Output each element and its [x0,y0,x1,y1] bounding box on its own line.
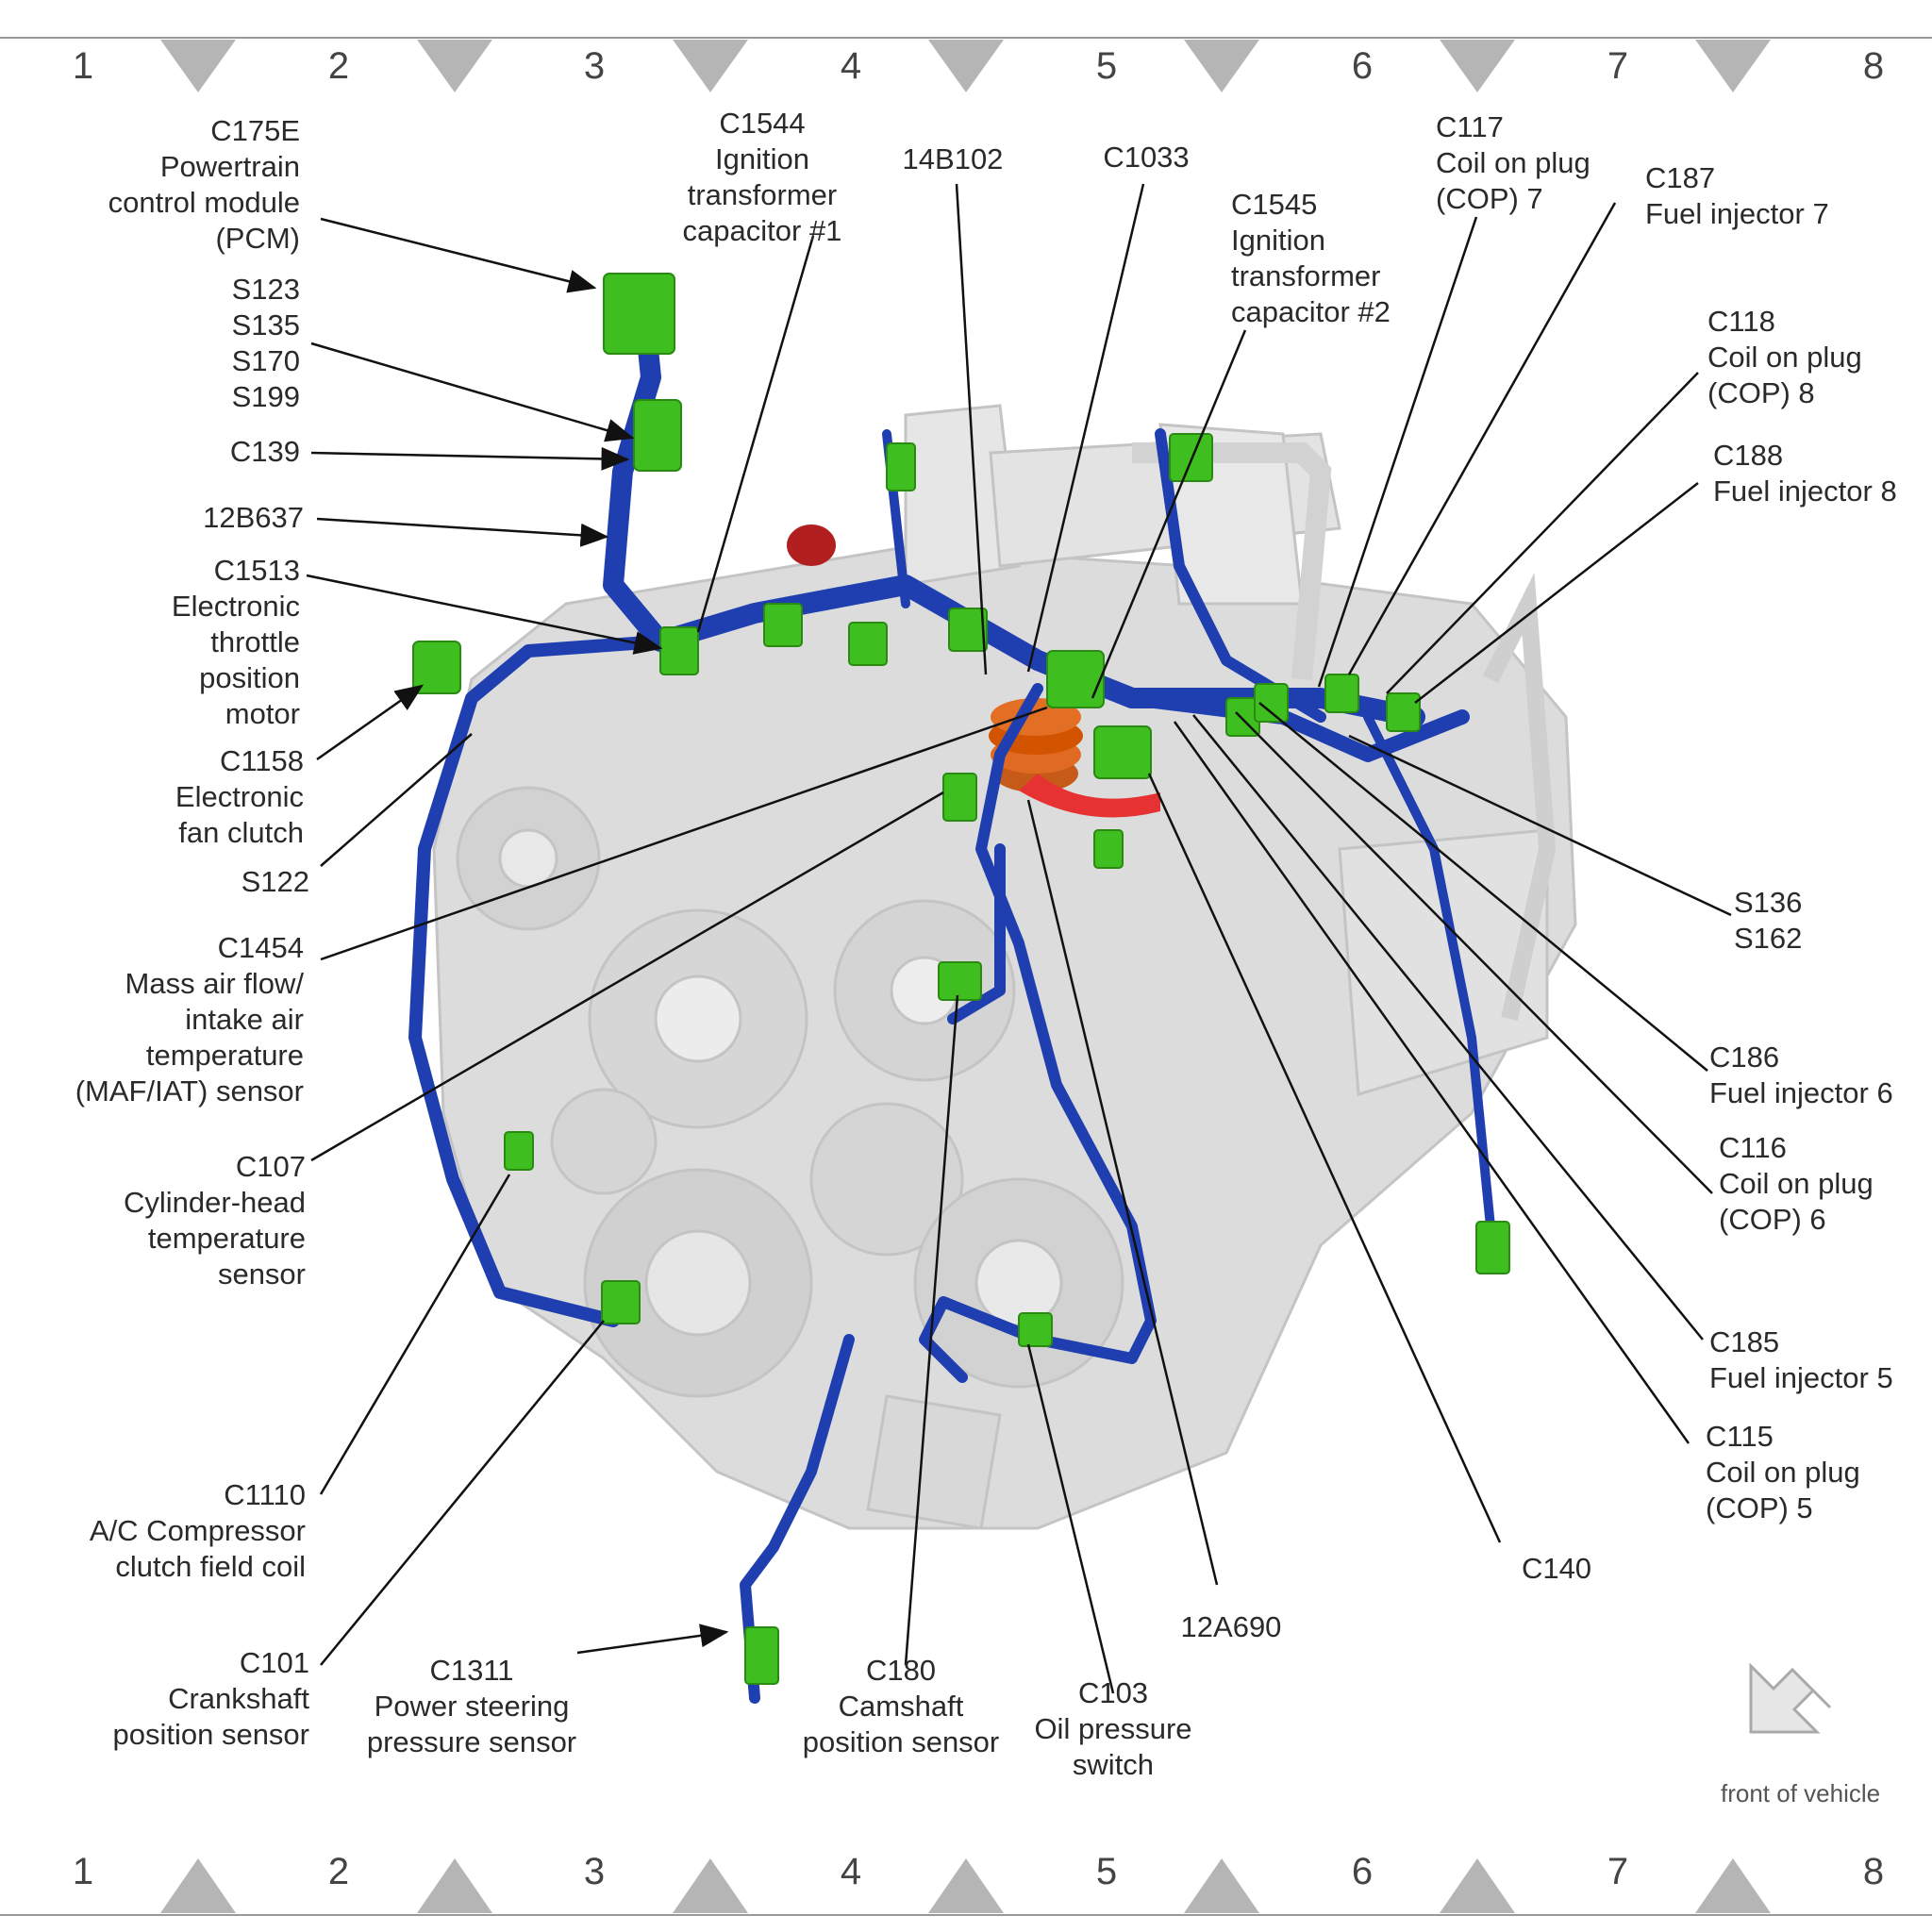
grid-col-3-top: 3 [583,45,606,87]
grid-col-8-top: 8 [1862,45,1885,87]
grid-col-1-bottom: 1 [72,1851,94,1892]
grid-col-7-bottom: 7 [1607,1851,1629,1892]
grid-col-6-top: 6 [1351,45,1374,87]
throttle-body-highlight [787,525,1160,818]
top-grid-markers [160,40,1771,92]
label-c1033: C1033 [1103,141,1190,174]
grid-col-2-bottom: 2 [327,1851,350,1892]
label-s122: S122 [241,865,309,898]
grid-col-4-bottom: 4 [840,1851,862,1892]
connectors [412,273,1510,1685]
grid-col-5-bottom: 5 [1095,1851,1118,1892]
grid-col-4-top: 4 [840,45,862,87]
front-of-vehicle-label: front of vehicle [1721,1779,1881,1807]
grid-col-5-top: 5 [1095,45,1118,87]
front-of-vehicle-arrow-icon [1749,1662,1832,1734]
leader-lines [306,183,1732,1694]
grid-col-6-bottom: 6 [1351,1851,1374,1892]
grid-col-8-bottom: 8 [1862,1851,1885,1892]
label-12a690: 12A690 [1180,1610,1282,1643]
grid-col-1-top: 1 [72,45,94,87]
grid-col-3-bottom: 3 [583,1851,606,1892]
label-c139: C139 [229,435,300,468]
bottom-grid-markers [160,1858,1771,1913]
grid-col-7-top: 7 [1607,45,1629,87]
label-12b637: 12B637 [203,501,304,534]
grid-col-2-top: 2 [327,45,350,87]
label-14b102: 14B102 [902,142,1004,175]
label-c140: C140 [1521,1552,1592,1585]
